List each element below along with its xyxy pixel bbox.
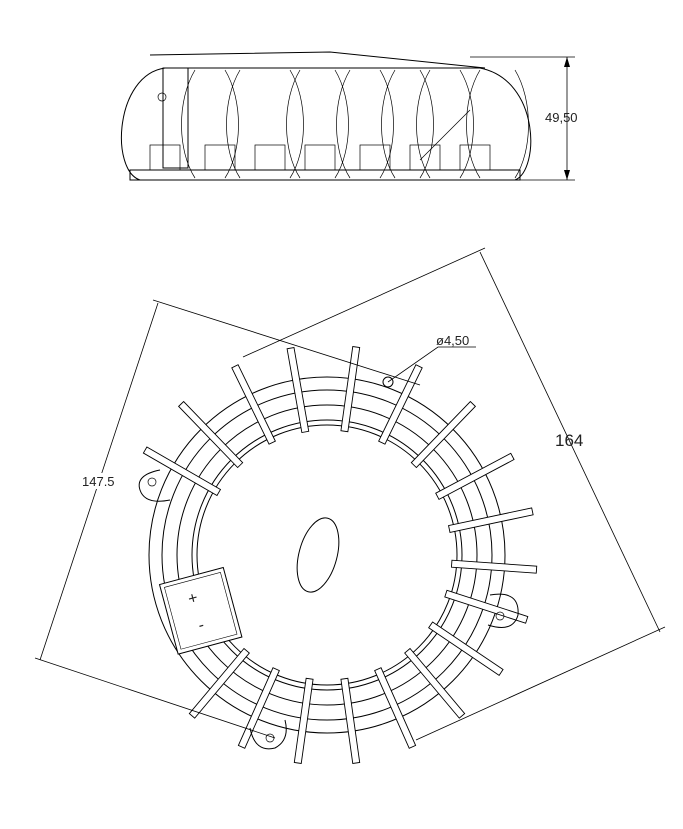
top-view: + - ø4,50 164 147.5 xyxy=(34,247,666,764)
side-foot xyxy=(409,144,441,171)
fin xyxy=(404,647,466,719)
side-foot xyxy=(254,144,286,171)
battery-minus-label: - xyxy=(196,617,206,635)
fin xyxy=(435,452,515,501)
fin xyxy=(378,364,423,445)
fin xyxy=(142,446,222,497)
fin xyxy=(448,507,534,533)
side-rib xyxy=(286,69,349,179)
height-dimension-label-top: 147.5 xyxy=(82,474,115,489)
side-rib xyxy=(181,69,239,179)
side-foot xyxy=(459,144,491,171)
cooling-fins xyxy=(142,346,538,764)
side-foot xyxy=(359,144,391,171)
side-foot xyxy=(204,144,236,171)
height-dimension-label: 49,50 xyxy=(545,110,578,125)
side-rib xyxy=(466,69,529,179)
fin xyxy=(231,364,276,445)
fin xyxy=(444,589,529,624)
center-lens xyxy=(296,517,340,593)
fin xyxy=(340,346,361,433)
battery-plus-label: + xyxy=(186,589,199,608)
battery-compartment: + - xyxy=(158,566,243,655)
mounting-hole xyxy=(382,376,394,388)
fin xyxy=(340,677,361,764)
fin xyxy=(177,400,244,469)
fin xyxy=(450,559,538,574)
fin xyxy=(286,347,310,434)
side-rib xyxy=(416,69,474,179)
fin xyxy=(293,677,314,764)
side-rib xyxy=(381,69,434,179)
side-view: 49,50 xyxy=(121,51,578,181)
fin xyxy=(237,667,280,749)
side-rib xyxy=(336,69,394,179)
side-foot xyxy=(304,144,336,171)
fin xyxy=(374,667,417,749)
width-dimension-label: 164 xyxy=(555,431,583,450)
fin xyxy=(410,400,477,469)
hole-diameter-label: ø4,50 xyxy=(436,333,469,348)
fin xyxy=(188,647,250,719)
side-foot xyxy=(149,144,181,171)
fin xyxy=(428,621,504,676)
